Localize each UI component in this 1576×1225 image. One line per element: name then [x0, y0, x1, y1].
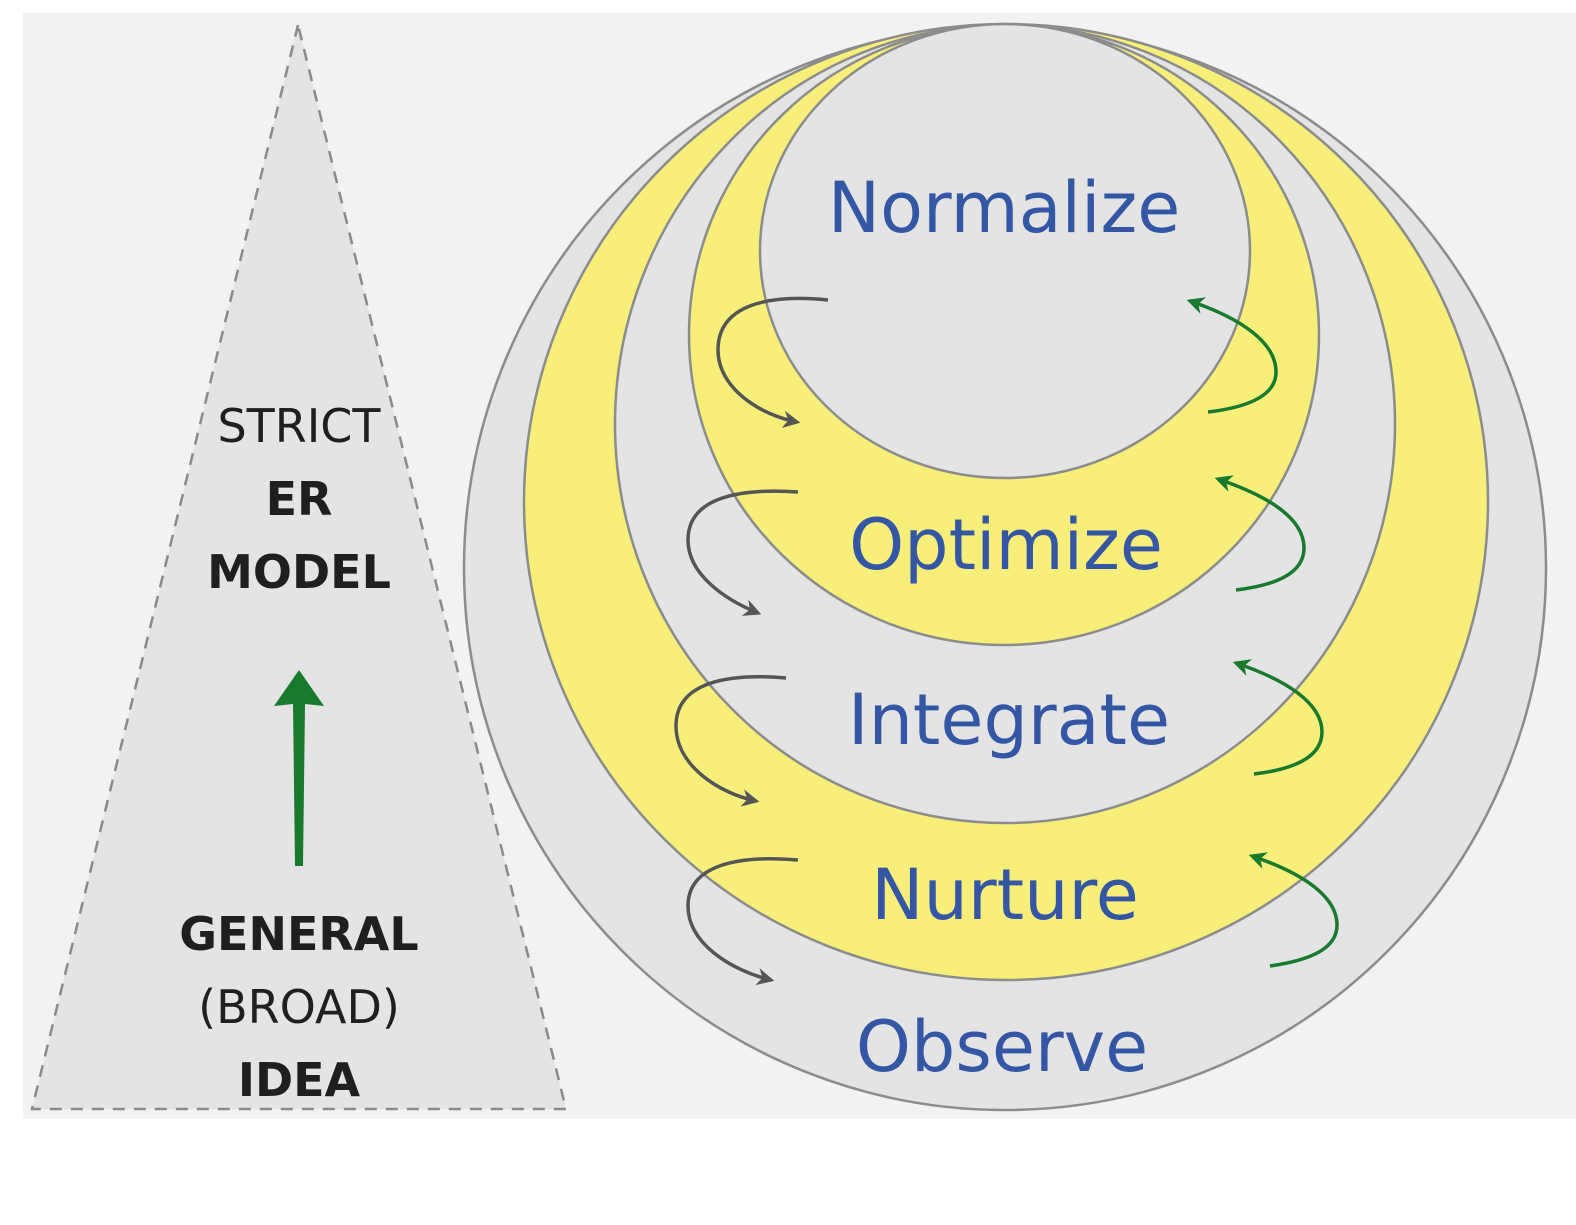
label-observe: Observe [856, 1006, 1148, 1088]
label-optimize: Optimize [849, 504, 1163, 586]
ring-normalize [758, 22, 1252, 480]
curved-up-arrow-icon [1248, 852, 1339, 968]
triangle-top-line-3: MODEL [207, 545, 391, 599]
curved-up-arrow-icon [1214, 475, 1306, 592]
curved-down-arrow-icon [686, 857, 799, 986]
label-nurture: Nurture [871, 854, 1139, 936]
curved-up-arrow-icon [1232, 659, 1324, 776]
label-normalize: Normalize [828, 167, 1181, 249]
label-integrate: Integrate [848, 679, 1170, 761]
triangle-bottom-line-3: IDEA [238, 1053, 361, 1107]
green-up-arrow-icon [274, 670, 324, 866]
triangle-bottom-line-2: (BROAD) [198, 980, 400, 1034]
curved-down-arrow-icon [716, 296, 829, 428]
triangle-top-line-2: ER [266, 472, 333, 526]
precision-triangle [30, 24, 568, 1111]
triangle-top-line-1: STRICT [217, 399, 381, 453]
curved-down-arrow-icon [674, 675, 787, 807]
curved-up-arrow-icon [1186, 297, 1278, 414]
triangle-bottom-line-1: GENERAL [179, 907, 418, 961]
curved-down-arrow-icon [686, 489, 799, 616]
